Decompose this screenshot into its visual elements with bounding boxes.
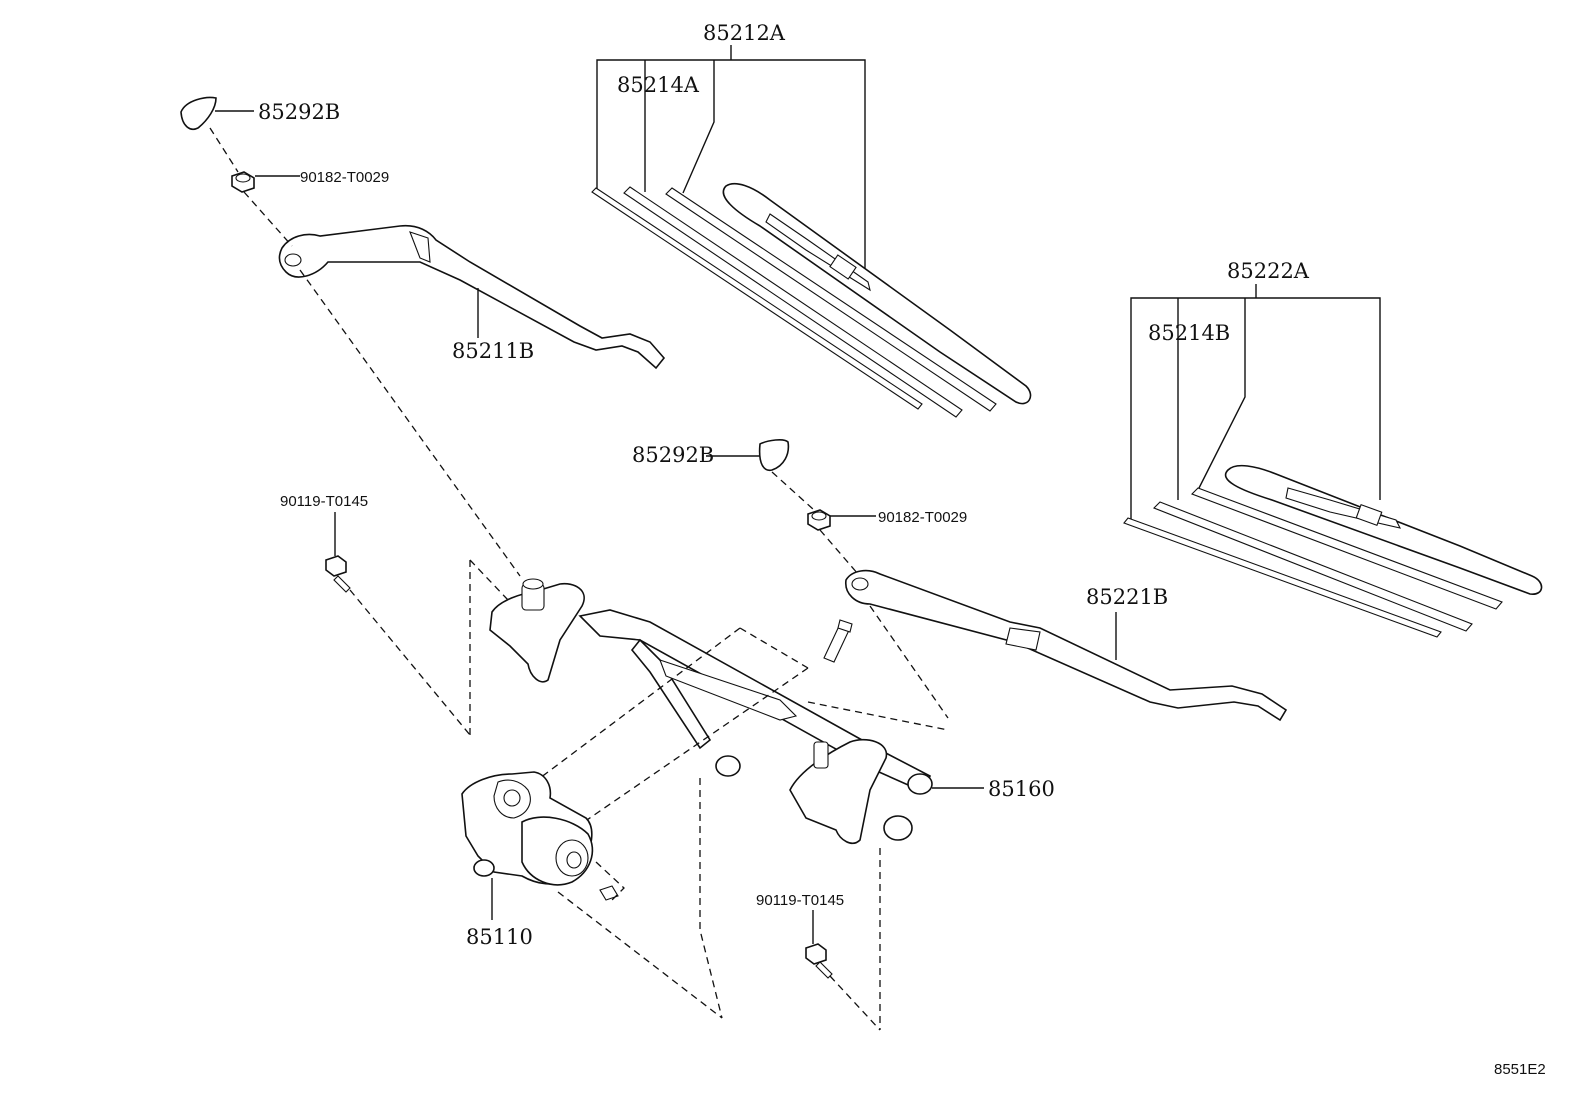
bolt-left[interactable] — [325, 555, 351, 593]
label-85222a: 85222A — [1227, 259, 1310, 283]
wiper-motor[interactable] — [461, 771, 619, 901]
label-90182-left: 90182-T0029 — [300, 169, 389, 186]
label-85211b: 85211B — [452, 339, 534, 363]
label-90119-left: 90119-T0145 — [280, 493, 368, 510]
label-85214b: 85214B — [1148, 321, 1230, 345]
label-85110: 85110 — [466, 925, 533, 949]
label-90182-right: 90182-T0029 — [878, 509, 967, 526]
label-85160: 85160 — [988, 777, 1055, 801]
nut-left[interactable] — [231, 171, 255, 193]
blade-right-assembly[interactable] — [1123, 284, 1543, 638]
label-85292b-right: 85292B — [632, 443, 714, 467]
cap-left[interactable] — [180, 96, 217, 130]
label-85214a: 85214A — [617, 73, 700, 97]
label-85292b-left: 85292B — [258, 100, 340, 124]
diagram-code: 8551E2 — [1494, 1061, 1546, 1078]
arm-left[interactable] — [278, 224, 666, 370]
label-90119-bottom: 90119-T0145 — [756, 892, 844, 909]
label-85212a: 85212A — [703, 21, 786, 45]
nut-right[interactable] — [807, 509, 831, 531]
bolt-bottom[interactable] — [805, 943, 833, 979]
cap-right[interactable] — [758, 439, 790, 472]
blade-left-assembly[interactable] — [591, 45, 1032, 418]
label-85221b: 85221B — [1086, 585, 1168, 609]
wiper-link-assembly[interactable] — [489, 578, 933, 845]
arm-right[interactable] — [845, 569, 1288, 722]
